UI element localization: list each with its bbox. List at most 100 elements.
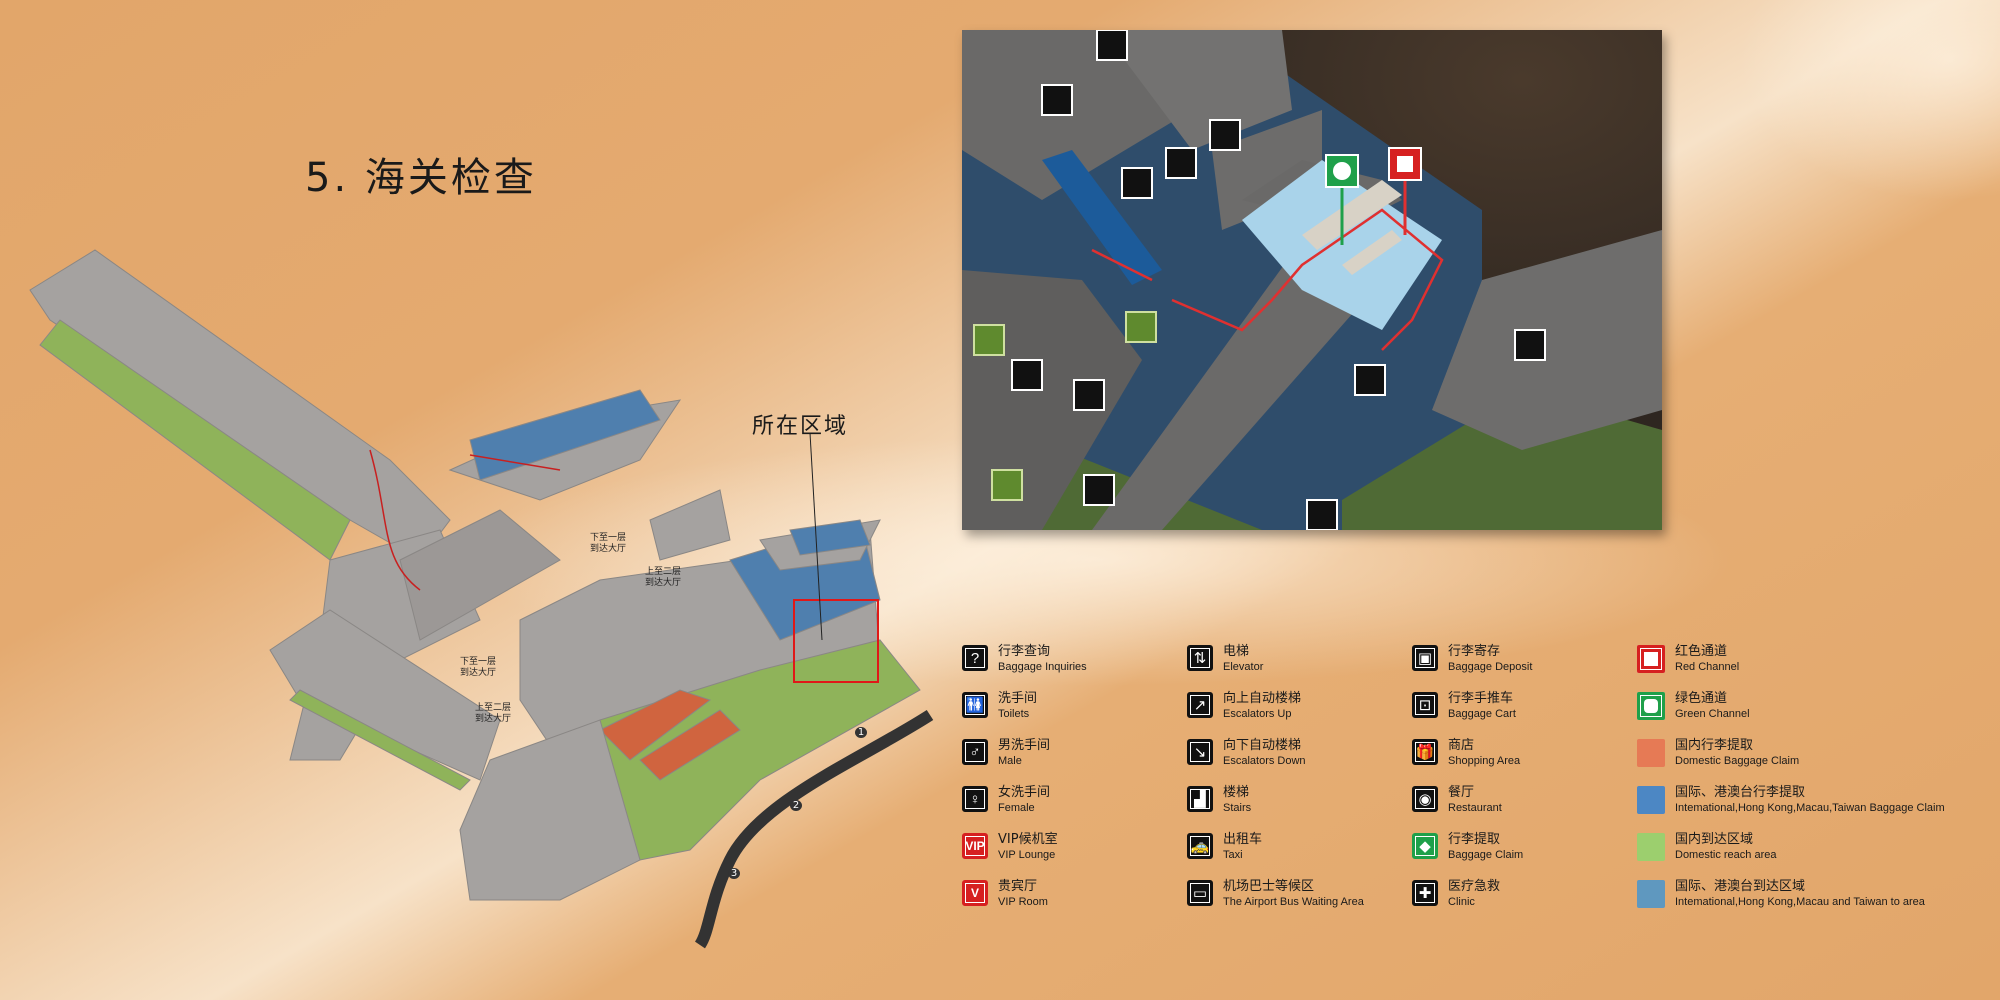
escalator-down-icon: ↘ [1187, 739, 1213, 765]
legend-label-en: Green Channel [1675, 708, 1750, 720]
legend-label-en: Elevator [1223, 661, 1264, 673]
legend-label-en: Shopping Area [1448, 755, 1521, 767]
taxi-icon: 🚕 [1187, 833, 1213, 859]
page-title: 5. 海关检查 [305, 155, 537, 201]
gate-1: 1 [855, 727, 867, 738]
legend-label-cn: 行李手推车 [1448, 691, 1514, 706]
red-channel-sign [1388, 147, 1422, 181]
baggage-claim-icon: ◆ [1412, 833, 1438, 859]
current-region-highlight [793, 599, 879, 683]
legend-label-en: Escalators Up [1223, 708, 1292, 720]
legend-label-cn: 商店 [1448, 738, 1475, 753]
legend-label-en: VIP Room [998, 896, 1048, 908]
inset-building-n [1102, 30, 1292, 150]
domestic-carousel-2 [639, 709, 741, 781]
red-channel-icon [1637, 645, 1665, 673]
green-channel-icon [1637, 692, 1665, 720]
escalator-up-icon: ↗ [1187, 692, 1213, 718]
baggage-deposit-icon: ▣ [1412, 645, 1438, 671]
bus-icon: ▭ [1187, 880, 1213, 906]
red-channel-sign-mark [1397, 156, 1413, 172]
legend-label-cn: 洗手间 [998, 691, 1038, 706]
map-label-down-first-floor: 下至一层 到达大厅 [590, 533, 627, 554]
legend-label-cn: 行李查询 [998, 644, 1051, 659]
legend-label-en: Clinic [1448, 896, 1475, 908]
legend-label-cn: 向上自动楼梯 [1223, 691, 1302, 706]
toilets-icon: 🚻 [962, 692, 988, 718]
gate-2: 2 [790, 800, 802, 811]
legend-label-cn: 国内行李提取 [1675, 738, 1754, 753]
stairs-icon: ▟ [1187, 786, 1213, 812]
legend-label-en: Red Channel [1675, 661, 1740, 673]
legend-item-elevator: ⇅ 电梯 Elevator [1187, 644, 1264, 674]
customs-area-inset-map [962, 30, 1662, 530]
legend-label-cn: 机场巴士等候区 [1223, 879, 1315, 894]
intl-area-swatch [1637, 880, 1665, 908]
customs-counter [1302, 180, 1402, 250]
legend-label-en: Restaurant [1448, 802, 1502, 814]
domestic-carousel-1 [599, 689, 712, 761]
gate-3: 3 [728, 868, 740, 879]
north-east-intl-area [789, 519, 871, 556]
walking-path [469, 454, 561, 471]
domestic-area-swatch [1637, 833, 1665, 861]
baggage-cart-icon: ⊡ [1412, 692, 1438, 718]
terminal-overview-map [29, 249, 934, 949]
inset-building-w [962, 270, 1142, 530]
legend-item-red-channel: 红色通道 Red Channel [1637, 644, 1740, 674]
legend-label-cn: 红色通道 [1675, 644, 1728, 659]
legend-label-cn: 餐厅 [1448, 785, 1475, 800]
south-west-domestic-strip [289, 689, 471, 791]
curbside-road [694, 709, 934, 949]
legend-label-cn: 男洗手间 [998, 738, 1051, 753]
green-channel-sign-mark [1333, 162, 1351, 180]
legend-label-en: Male [998, 755, 1022, 767]
baggage-inquiries-icon: ? [962, 645, 988, 671]
legend-label-en: Female [998, 802, 1035, 814]
legend-label-en: Intemational,Hong Kong,Macau and Taiwan … [1675, 896, 1925, 908]
legend-label-en: Taxi [1223, 849, 1243, 861]
legend-item-restaurant: ◉ 餐厅 Restaurant [1412, 785, 1502, 815]
restaurant-icon: ◉ [1412, 786, 1438, 812]
facility-signs [1011, 30, 1546, 530]
legend-label-cn: 电梯 [1223, 644, 1250, 659]
legend-label-cn: 国际、港澳台行李提取 [1675, 785, 1806, 800]
legend-label-cn: 绿色通道 [1675, 691, 1728, 706]
map-label-up-second-floor-b: 上至二层 到达大厅 [475, 703, 512, 724]
legend-label-cn: 国内到达区域 [1675, 832, 1754, 847]
legend-item-toilets: 🚻 洗手间 Toilets [962, 691, 1038, 721]
legend-label-en: Baggage Deposit [1448, 661, 1533, 673]
legend-label-en: Domestic reach area [1675, 849, 1777, 861]
legend-item-baggage-claim: ◆ 行李提取 Baggage Claim [1412, 832, 1524, 862]
legend-label-cn: 行李提取 [1448, 832, 1501, 847]
legend-item-escalator-up: ↗ 向上自动楼梯 Escalators Up [1187, 691, 1302, 721]
customs-counter [1342, 230, 1402, 275]
current-region-label: 所在区域 [752, 414, 849, 439]
walking-path [1091, 248, 1153, 282]
legend-item-baggage-inquiries: ? 行李查询 Baggage Inquiries [962, 644, 1087, 674]
legend-label-en: Stairs [1223, 802, 1252, 814]
legend-label-en: Baggage Inquiries [998, 661, 1087, 673]
shopping-icon: 🎁 [1412, 739, 1438, 765]
intl-claim-swatch [1637, 786, 1665, 814]
legend-label-cn: 行李寄存 [1448, 644, 1501, 659]
elevator-icon: ⇅ [1187, 645, 1213, 671]
domestic-claim-swatch [1637, 739, 1665, 767]
clinic-icon: ✚ [1412, 880, 1438, 906]
legend-label-en: Toilets [998, 708, 1030, 720]
escalator [1042, 150, 1162, 285]
inset-building-se [1432, 230, 1662, 450]
west-pier [29, 249, 451, 561]
north-pier-intl-area [469, 389, 661, 481]
legend-label-en: Baggage Claim [1448, 849, 1524, 861]
